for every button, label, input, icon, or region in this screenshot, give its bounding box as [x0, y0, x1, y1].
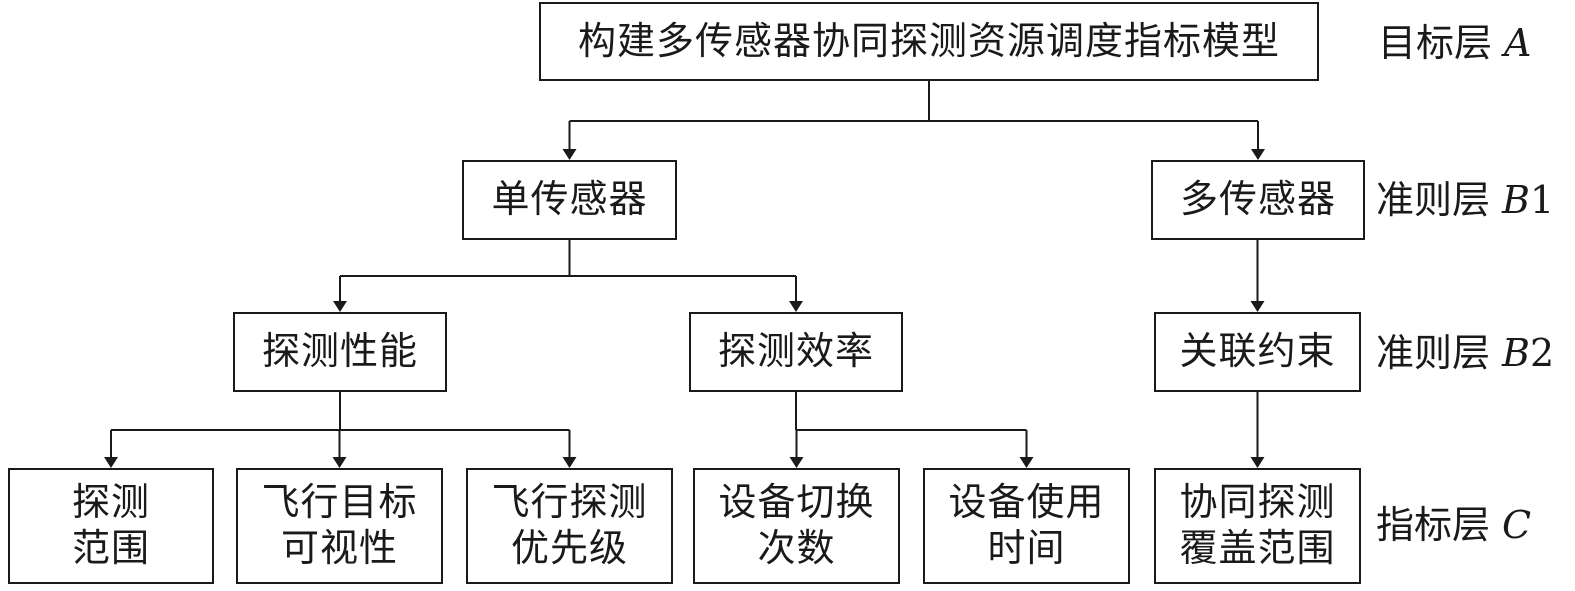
arrowhead-association_constraint: [1250, 301, 1265, 312]
arrowhead-detect_performance: [333, 301, 347, 312]
level-goal-symbol-letter: A: [1504, 21, 1532, 65]
node-detect-priority-line1: 飞行探测: [491, 480, 648, 525]
level-criterion2-symbol-number: 2: [1529, 331, 1555, 375]
node-coverage-line1: 协同探测: [1179, 480, 1336, 525]
node-coverage-line2: 覆盖范围: [1179, 526, 1336, 570]
node-association-constraint-text: 关联约束: [1179, 329, 1336, 374]
node-root-text: 构建多传感器协同探测资源调度指标模型: [577, 18, 1280, 63]
node-usage-time-line1: 设备使用: [948, 480, 1105, 525]
node-coverage: 协同探测 覆盖范围: [1154, 468, 1361, 584]
node-detect-efficiency: 探测效率: [689, 312, 903, 392]
node-multi-sensor: 多传感器: [1151, 160, 1365, 240]
arrowhead-multi_sensor: [1251, 149, 1265, 160]
node-switch-count-line1: 设备切换: [718, 480, 875, 525]
level-indicator-symbol-letter: C: [1502, 503, 1532, 547]
node-target-visibility: 飞行目标 可视性: [236, 468, 443, 584]
arrowhead-usage_time: [1019, 457, 1034, 468]
level-criterion2-text: 准则层: [1376, 331, 1491, 375]
level-criterion2-symbol-letter: B: [1502, 331, 1530, 375]
node-target-visibility-line1: 飞行目标: [261, 480, 418, 525]
node-single-sensor-text: 单传感器: [491, 177, 648, 222]
node-detect-range-line2: 范围: [71, 526, 150, 570]
level-criterion1-symbol-number: 1: [1529, 178, 1555, 222]
node-single-sensor: 单传感器: [462, 160, 677, 240]
arrowhead-detect_priority: [562, 457, 577, 468]
node-association-constraint: 关联约束: [1154, 312, 1361, 392]
level-criterion1-symbol-letter: B: [1502, 178, 1530, 222]
node-detect-range: 探测 范围: [8, 468, 214, 584]
level-indicator-symbol: C: [1502, 503, 1531, 547]
arrowhead-target_visibility: [332, 457, 347, 468]
level-criterion2-symbol: B2: [1502, 331, 1554, 375]
node-detect-range-line1: 探测: [71, 480, 150, 525]
node-switch-count: 设备切换 次数: [693, 468, 900, 584]
node-detect-priority-line2: 优先级: [510, 526, 628, 570]
node-switch-count-line2: 次数: [757, 526, 836, 570]
level-goal-text: 目标层: [1378, 21, 1493, 65]
node-root-goal: 构建多传感器协同探测资源调度指标模型: [539, 2, 1319, 81]
level-indicator-text: 指标层: [1376, 503, 1491, 547]
node-usage-time-line2: 时间: [987, 526, 1066, 570]
node-detect-performance: 探测性能: [233, 312, 447, 392]
arrowhead-switch_count: [789, 457, 804, 468]
arrowhead-detect_range: [104, 457, 118, 468]
node-detect-efficiency-text: 探测效率: [717, 329, 874, 374]
arrowhead-coverage: [1250, 457, 1265, 468]
level-goal-symbol: A: [1504, 21, 1531, 65]
arrowhead-single_sensor: [562, 149, 577, 160]
node-detect-performance-text: 探测性能: [261, 329, 418, 374]
level-criterion1-text: 准则层: [1376, 178, 1491, 222]
arrowhead-detect_efficiency: [789, 301, 803, 312]
level-criterion1-symbol: B1: [1502, 178, 1554, 222]
node-detect-priority: 飞行探测 优先级: [466, 468, 673, 584]
node-usage-time: 设备使用 时间: [923, 468, 1130, 584]
node-multi-sensor-text: 多传感器: [1179, 177, 1336, 222]
node-target-visibility-line2: 可视性: [280, 526, 398, 570]
